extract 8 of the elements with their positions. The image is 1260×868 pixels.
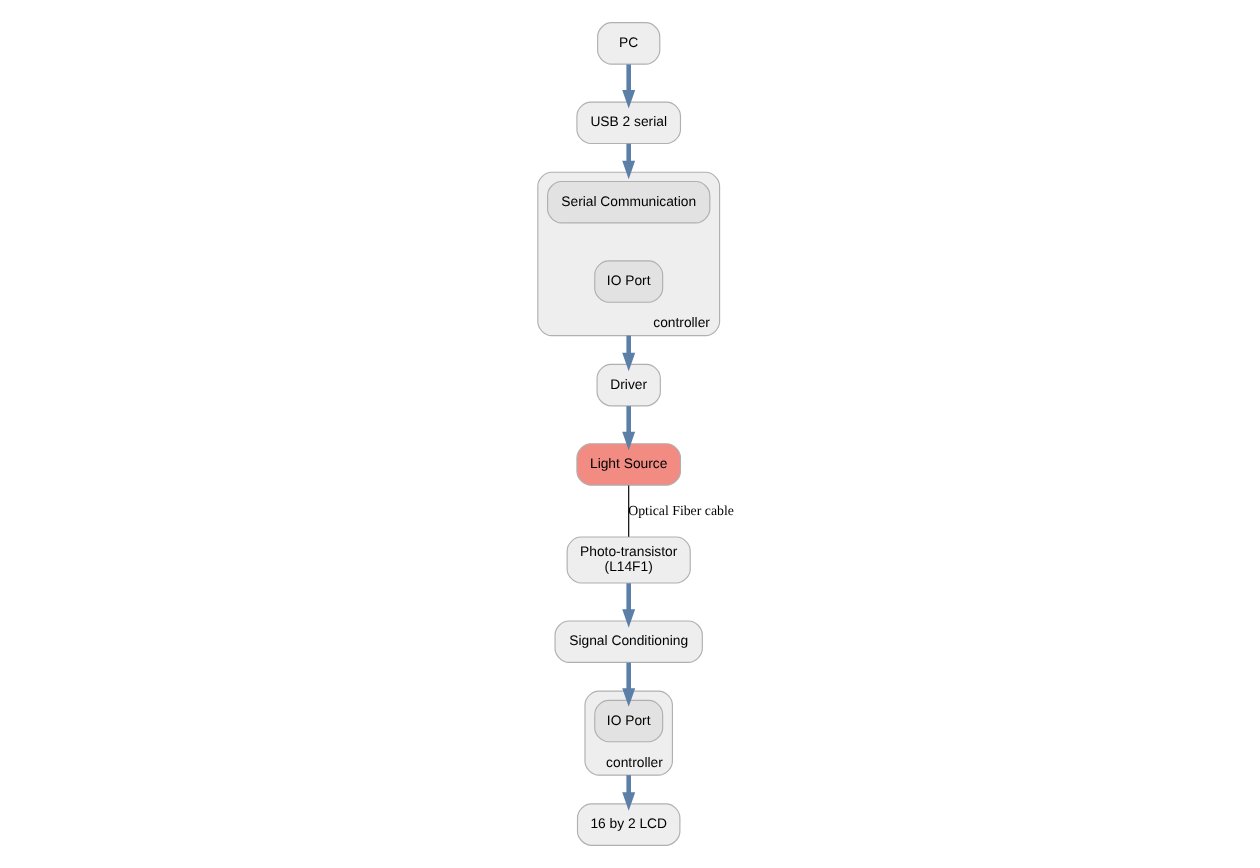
connector [627, 484, 629, 538]
arrow [621, 662, 635, 707]
arrow [621, 64, 635, 109]
arrow [621, 335, 635, 372]
arrow [621, 406, 635, 451]
arrow [621, 583, 635, 628]
arrow [621, 775, 635, 811]
arrow [621, 143, 635, 180]
